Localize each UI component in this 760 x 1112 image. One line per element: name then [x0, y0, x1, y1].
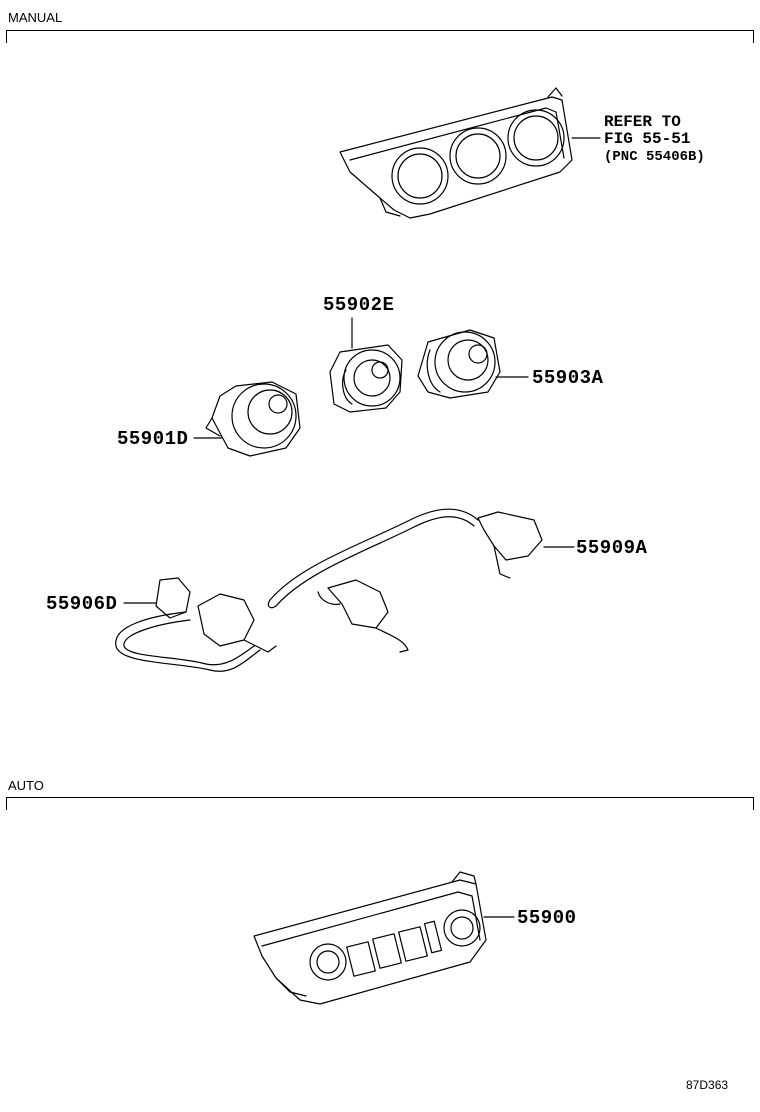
section-divider-auto	[6, 797, 754, 810]
refer-line-2: FIG 55-51	[604, 130, 691, 148]
auto-panel-illustration	[253, 871, 515, 1005]
refer-to-fig-note: REFER TO FIG 55-51 (PNC 55406B)	[604, 114, 705, 166]
part-label-55906d: 55906D	[46, 593, 118, 615]
part-label-55902e: 55902E	[323, 294, 395, 316]
section-label-manual: MANUAL	[8, 10, 63, 25]
knob-55903a-illustration	[417, 329, 529, 399]
cable-assembly-illustration	[115, 508, 575, 672]
section-label-auto: AUTO	[8, 778, 44, 793]
refer-line-1: REFER TO	[604, 113, 681, 131]
section-divider-manual	[6, 30, 754, 43]
part-label-55900: 55900	[517, 907, 577, 929]
part-label-55909a: 55909A	[576, 537, 648, 559]
knob-55902e-illustration	[329, 317, 403, 413]
manual-bezel-illustration	[339, 87, 601, 219]
knob-55901d-illustration	[193, 381, 301, 457]
part-label-55903a: 55903A	[532, 367, 604, 389]
part-label-55901d: 55901D	[117, 428, 189, 450]
diagram-code: 87D363	[686, 1078, 729, 1092]
refer-line-3: (PNC 55406B)	[604, 149, 705, 165]
